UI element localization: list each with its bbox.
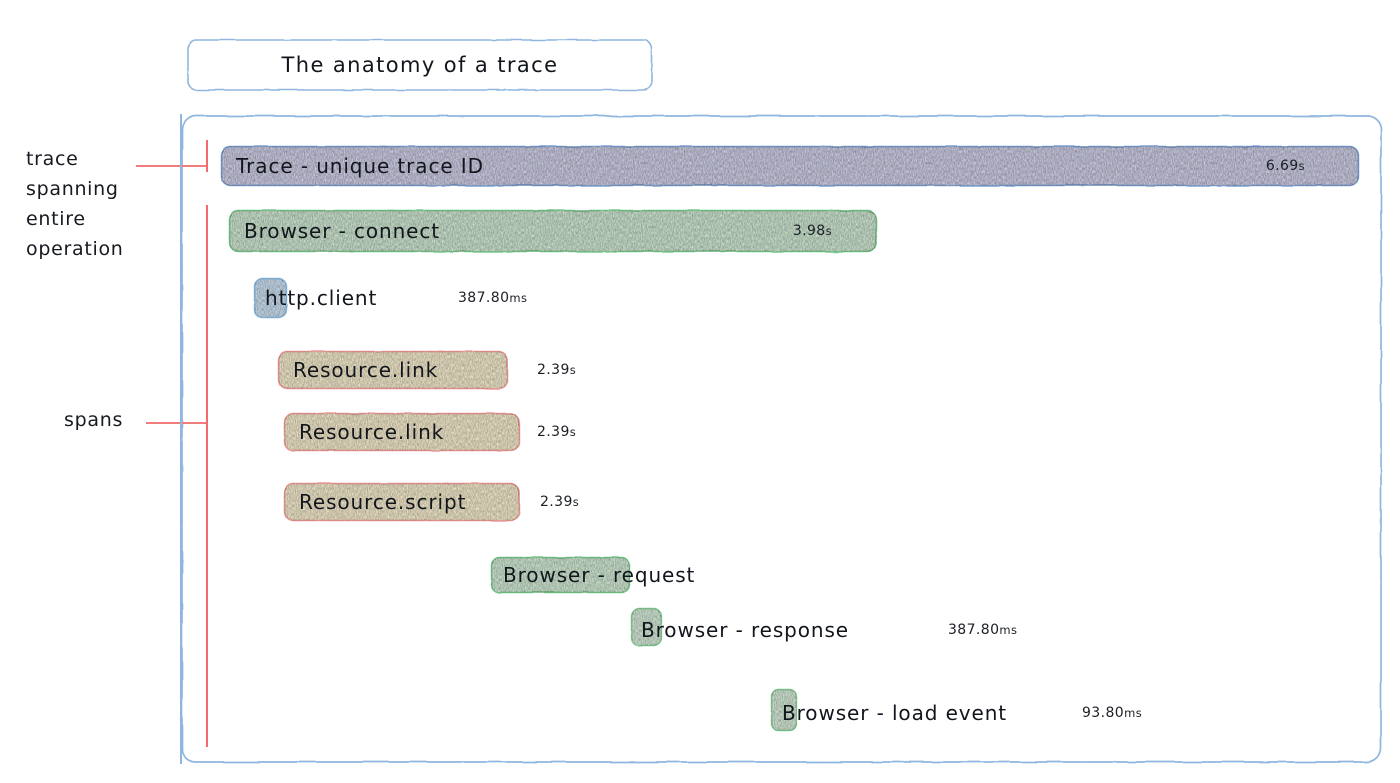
span-duration-resource-link-2: 2.39s — [537, 424, 576, 440]
annotation-spans-bracket — [206, 205, 208, 747]
span-duration-trace-root: 6.69s — [1266, 158, 1305, 174]
span-bar-browser-load-event-shape — [770, 688, 798, 732]
span-duration-unit: s — [569, 363, 577, 377]
span-label-browser-connect: Browser - connect — [244, 219, 441, 243]
span-duration-resource-link-1: 2.39s — [537, 362, 576, 378]
title-box: The anatomy of a trace — [186, 38, 654, 92]
span-duration-resource-script: 2.39s — [540, 494, 579, 510]
annotation-trace-label: trace spanning entire operation — [26, 148, 124, 260]
span-label-browser-response: Browser - response — [641, 618, 850, 642]
annotation-trace-bracket — [206, 140, 208, 172]
span-bar-browser-connect-shape — [228, 209, 878, 253]
span-label-resource-link-1: Resource.link — [293, 358, 439, 382]
trace-container — [180, 114, 1383, 764]
trace-container-outline — [181, 115, 1382, 763]
span-bar-resource-script-shape — [283, 482, 521, 522]
span-duration-browser-connect: 3.98s — [793, 223, 832, 239]
span-bar-http-client-shape — [253, 277, 288, 319]
span-bar-browser-load-event[interactable] — [770, 688, 798, 732]
span-label-resource-link-2: Resource.link — [299, 420, 445, 444]
span-duration-unit: s — [569, 425, 577, 439]
span-duration-unit: s — [1298, 159, 1305, 173]
span-bar-trace-root-shape — [220, 145, 1360, 187]
annotation-spans-leader — [146, 422, 208, 424]
span-bar-trace-root[interactable]: Trace - unique trace ID 6.69s — [220, 145, 1360, 187]
span-duration-unit: ms — [1124, 706, 1143, 720]
span-duration-browser-load-event: 93.80ms — [1082, 705, 1142, 721]
span-duration-value: 2.39 — [537, 362, 570, 378]
title-box-outline — [187, 39, 653, 91]
span-bar-browser-connect[interactable]: Browser - connect 3.98s — [228, 209, 878, 253]
span-duration-value: 2.39 — [537, 424, 570, 440]
span-bar-resource-link-1[interactable]: Resource.link — [277, 350, 509, 390]
page-title: The anatomy of a trace — [281, 53, 559, 77]
span-duration-value: 6.69 — [1265, 158, 1299, 174]
span-bar-browser-response-shape — [630, 607, 663, 647]
span-duration-unit: ms — [509, 291, 528, 305]
span-bar-browser-request[interactable] — [490, 556, 631, 594]
span-duration-unit: s — [825, 224, 832, 238]
span-duration-value: 387.80 — [458, 290, 510, 306]
span-bar-resource-link-2[interactable]: Resource.link — [283, 412, 521, 452]
span-label-browser-request: Browser - request — [503, 563, 696, 587]
annotation-trace-leader — [136, 165, 208, 167]
span-bar-resource-link-1-shape — [277, 350, 509, 390]
span-bar-resource-script[interactable]: Resource.script — [283, 482, 521, 522]
container-left-guide — [180, 114, 182, 764]
span-duration-http-client: 387.80ms — [458, 290, 527, 306]
span-duration-value: 93.80 — [1082, 705, 1125, 721]
span-label-http-client: http.client — [265, 286, 378, 310]
span-duration-unit: ms — [999, 623, 1018, 637]
span-duration-value: 3.98 — [792, 223, 826, 239]
annotation-spans-label: spans — [64, 409, 124, 431]
span-label-resource-script: Resource.script — [299, 490, 467, 514]
span-bar-resource-link-2-shape — [283, 412, 521, 452]
span-duration-browser-response: 387.80ms — [948, 622, 1017, 638]
span-duration-unit: s — [572, 495, 580, 509]
span-bar-http-client[interactable] — [253, 277, 288, 319]
span-label-trace-root: Trace - unique trace ID — [236, 154, 484, 178]
span-duration-value: 2.39 — [540, 494, 573, 510]
span-label-browser-load-event: Browser - load event — [782, 701, 1008, 725]
span-bar-browser-request-shape — [490, 556, 631, 594]
span-duration-value: 387.80 — [948, 622, 1000, 638]
span-bar-browser-response[interactable] — [630, 607, 663, 647]
